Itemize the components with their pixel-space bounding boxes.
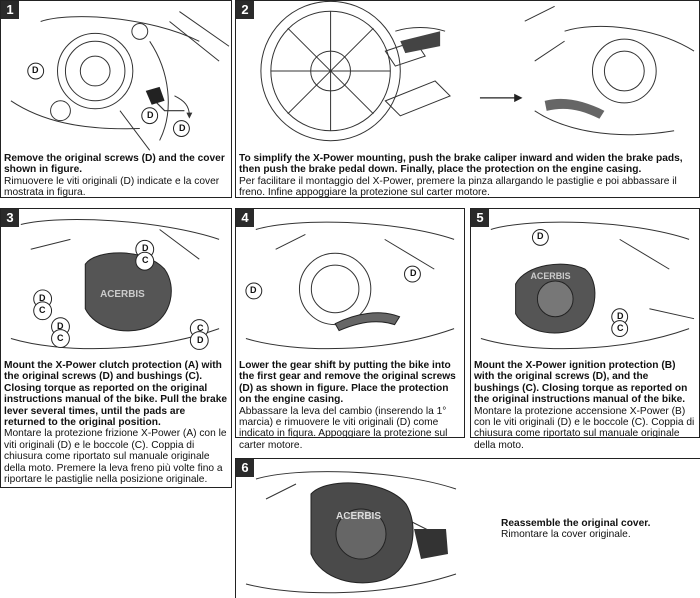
- step-5-panel: ACERBIS D D C 5 Mount the X-Power igniti…: [470, 208, 700, 451]
- caption-english: Reassemble the original cover.: [501, 518, 651, 529]
- clutch-protection-drawing: ACERBIS: [10, 219, 220, 350]
- screw-callouts: [27, 62, 190, 137]
- caption-italian: Montare la protezione frizione X-Power (…: [4, 428, 227, 486]
- step-number: 4: [236, 209, 254, 227]
- step-2-caption: To simplify the X-Power mounting, push t…: [239, 153, 696, 199]
- step-number: 3: [1, 209, 19, 227]
- caption-english: Remove the original screws (D) and the c…: [4, 153, 225, 176]
- step-number: 6: [236, 459, 254, 477]
- reassembled-cover-drawing: ACERBIS: [245, 471, 457, 594]
- callout-label-d: D: [537, 231, 544, 241]
- caption-italian: Rimontare la cover originale.: [501, 529, 631, 541]
- step-number: 2: [236, 1, 254, 19]
- callout-label-d: D: [617, 311, 624, 321]
- callout-label-d: D: [410, 268, 417, 278]
- caption-italian: Per facilitare il montaggio del X-Power,…: [239, 175, 677, 199]
- gear-shift-drawing: [245, 221, 455, 350]
- step-2-panel: 2 To simplify the X-Power mounting, push…: [235, 0, 700, 198]
- step-1-caption: Remove the original screws (D) and the c…: [4, 153, 228, 199]
- step-6-illustration: ACERBIS: [236, 459, 466, 597]
- step-5-illustration: ACERBIS D D C: [471, 209, 699, 357]
- callout-label-c: C: [142, 255, 149, 265]
- callout-label-c: C: [57, 333, 64, 343]
- caption-english: To simplify the X-Power mounting, push t…: [239, 153, 683, 176]
- callout-label-d: D: [57, 321, 64, 331]
- engine-cover-removal-drawing: [10, 11, 230, 151]
- step-1-panel: D D D 1 Remove the original screws (D) a…: [0, 0, 232, 198]
- callout-label-d: D: [39, 293, 46, 303]
- caption-english: Lower the gear shift by putting the bike…: [239, 360, 456, 406]
- brand-logo: ACERBIS: [100, 289, 145, 300]
- caption-italian: Abbassare la leva del cambio (inserendo …: [239, 405, 448, 451]
- step-3-illustration: ACERBIS D C D C D C C D: [1, 209, 231, 357]
- caption-italian: Rimuovere le viti originali (D) indicate…: [4, 175, 220, 199]
- caption-italian: Montare la protezione accensione X-Power…: [474, 405, 695, 451]
- callout-label-c: C: [39, 305, 46, 315]
- callout-label-d: D: [250, 285, 257, 295]
- caption-english: Mount the X-Power clutch protection (A) …: [4, 360, 228, 429]
- step-1-illustration: D D D: [1, 1, 231, 151]
- callout-label-c: C: [617, 323, 624, 333]
- caption-english: Mount the X-Power ignition protection (B…: [474, 360, 688, 406]
- step-number: 5: [471, 209, 489, 227]
- callout-label-d: D: [142, 243, 149, 253]
- step-4-caption: Lower the gear shift by putting the bike…: [239, 360, 461, 451]
- brand-logo: ACERBIS: [336, 511, 381, 522]
- callout-label-d: D: [197, 335, 204, 345]
- step-4-panel: D D 4 Lower the gear shift by putting th…: [235, 208, 465, 451]
- brake-caliper-drawing: [260, 1, 695, 142]
- callout-label-d: D: [179, 123, 186, 133]
- step-6-panel: ACERBIS 6 Reassemble the original cover.…: [235, 458, 700, 598]
- step-4-illustration: D D: [236, 209, 464, 357]
- step-number: 1: [1, 1, 19, 19]
- callout-label-d: D: [32, 65, 39, 75]
- step-6-caption: Reassemble the original cover. Rimontare…: [501, 518, 650, 541]
- step-3-caption: Mount the X-Power clutch protection (A) …: [4, 360, 228, 485]
- step-3-panel: ACERBIS D C D C D C C D 3 Mount the X-Po…: [0, 208, 232, 488]
- step-2-illustration: [236, 1, 699, 149]
- ignition-protection-drawing: ACERBIS: [480, 221, 695, 350]
- callout-label-c: C: [197, 323, 204, 333]
- callout-label-d: D: [147, 110, 154, 120]
- step-5-caption: Mount the X-Power ignition protection (B…: [474, 360, 696, 451]
- brand-logo: ACERBIS: [530, 271, 570, 281]
